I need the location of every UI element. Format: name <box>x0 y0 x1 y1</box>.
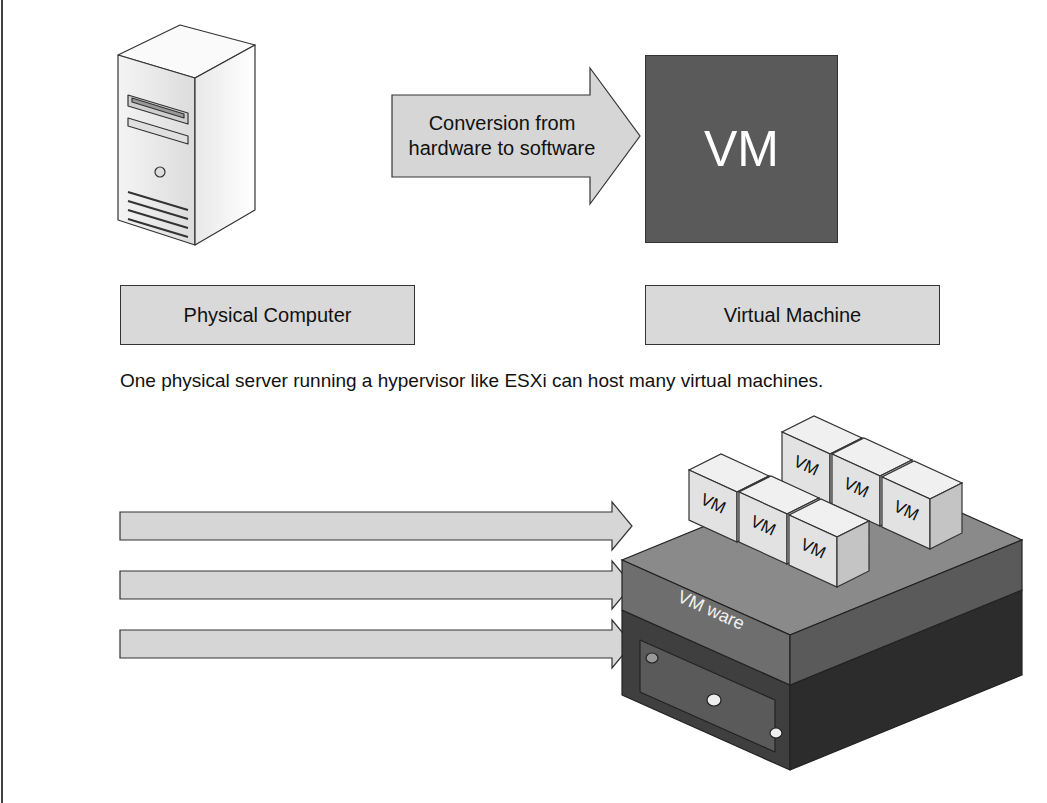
node-text: Virtual Machine <box>724 304 861 327</box>
note-text: One physical server running a hypervisor… <box>120 370 1030 392</box>
arrow-shape <box>392 68 642 204</box>
caption-box: Virtual Machine <box>645 285 940 345</box>
vm-cube: VM <box>882 461 962 549</box>
vm-square: VM <box>645 55 838 243</box>
tower-computer <box>118 25 255 245</box>
caption-box: Physical Computer <box>120 285 415 345</box>
node-text: Conversion from hardware to software <box>396 98 608 174</box>
node-text: VM <box>704 120 779 178</box>
vm-cube: VM <box>789 499 869 587</box>
margin-rule <box>1 0 3 803</box>
conversion-arrow: Conversion from hardware to software <box>392 68 642 204</box>
input-arrows <box>120 502 632 668</box>
node-text: Physical Computer <box>184 304 352 327</box>
